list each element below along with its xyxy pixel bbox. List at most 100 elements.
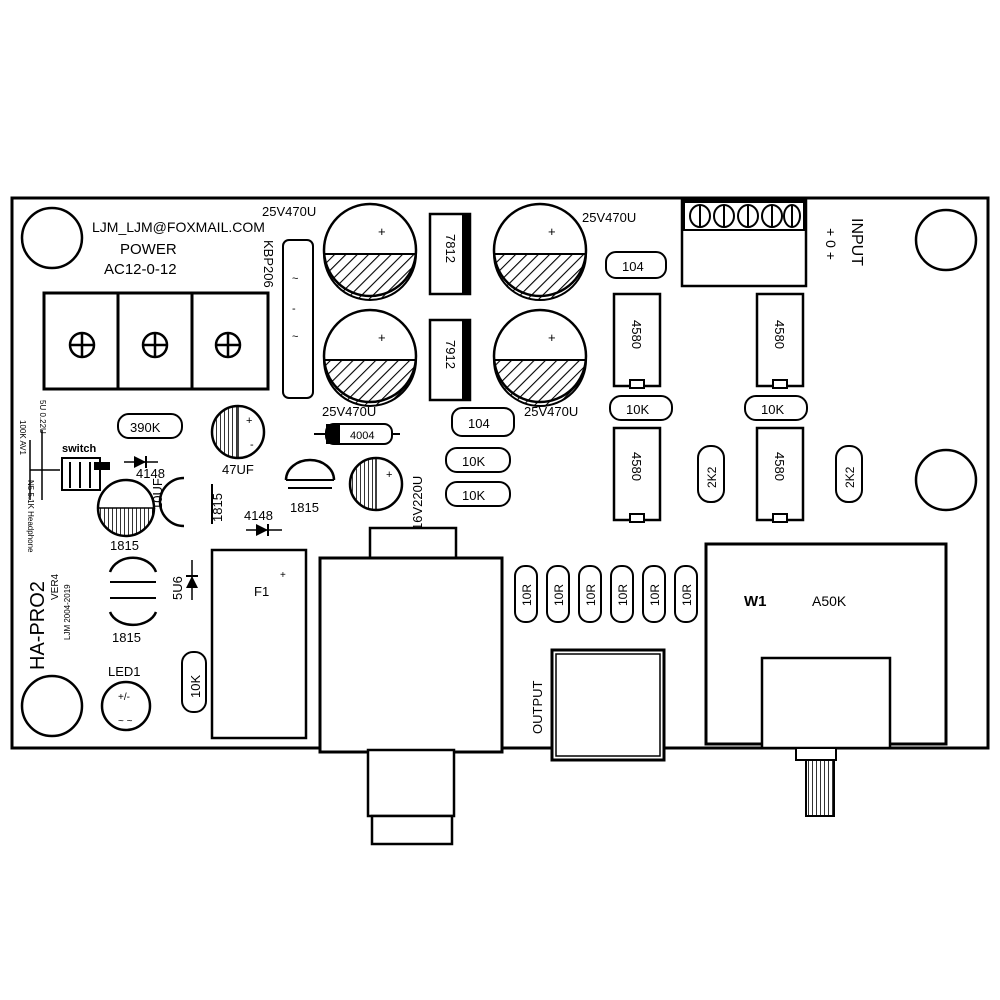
resistor-10r-4: 10R [610, 565, 634, 623]
resistor-2k2-a: 2K2 [697, 445, 725, 503]
svg-text:10R: 10R [520, 584, 534, 606]
opamp-4580-a: 4580 [612, 292, 662, 389]
svg-text:1815: 1815 [110, 538, 139, 553]
svg-text:+: + [548, 330, 556, 345]
svg-text:1815: 1815 [290, 500, 319, 515]
svg-text:~: ~ [292, 273, 298, 285]
svg-text:F1: F1 [254, 584, 269, 599]
headphone-jack [318, 526, 504, 846]
svg-text:47UF: 47UF [222, 462, 254, 477]
screw-icon [214, 331, 242, 359]
regulator-7912: 7912 [428, 318, 472, 402]
power-title: POWER [120, 241, 177, 258]
svg-text:10K: 10K [462, 488, 485, 503]
capacitor-16v220u: + 16V220U [348, 456, 425, 530]
svg-text:25V470U: 25V470U [322, 404, 376, 419]
volume-potentiometer: W1 A50K [704, 542, 948, 817]
svg-text:16V220U: 16V220U [410, 476, 425, 530]
resistor-10r-2: 10R [546, 565, 570, 623]
copyright-label: LJM 2004-2019 [63, 584, 72, 640]
switch-side-label-a: 100K AV1 [18, 420, 27, 456]
capacitor-25v-tl: + 25V470U [262, 202, 418, 301]
svg-text:KBP206: KBP206 [261, 240, 276, 288]
capacitor-104-mid: 104 [451, 407, 515, 437]
svg-text:10R: 10R [584, 584, 598, 606]
svg-text:1815: 1815 [210, 493, 225, 522]
zener-5u6: 5U6 [170, 560, 198, 600]
input-pin-icon [761, 204, 783, 228]
svg-text:4580: 4580 [772, 320, 787, 349]
input-label: INPUT [848, 218, 865, 266]
svg-text:+: + [386, 469, 392, 481]
resistor-10k-c: 10K [445, 447, 511, 473]
svg-text:+: + [548, 224, 556, 239]
output-label: OUTPUT [530, 681, 545, 735]
svg-text:W1: W1 [744, 593, 767, 610]
transistor-1815-c: 1815 [284, 458, 336, 515]
switch-side-label-c: N5 5.1K Headphone [26, 480, 35, 553]
regulator-7812: 7812 [428, 212, 472, 296]
resistor-10k-b: 10K [744, 395, 808, 421]
input-terminal [680, 198, 808, 288]
opamp-4580-b: 4580 [755, 292, 805, 389]
output-connector [550, 648, 666, 762]
svg-text:104: 104 [622, 259, 644, 274]
transistor-1815-a: 1815 [96, 478, 156, 553]
svg-text:+: + [378, 224, 386, 239]
capacitor-47uf: + - 47UF [210, 404, 266, 477]
svg-text:25V470U: 25V470U [524, 404, 578, 419]
svg-text:5U6: 5U6 [170, 576, 185, 600]
svg-text:7912: 7912 [443, 340, 458, 369]
svg-text:2K2: 2K2 [843, 466, 857, 488]
svg-text:390K: 390K [130, 420, 161, 435]
resistor-10k-d: 10K [445, 481, 511, 507]
opamp-4580-d: 4580 [755, 426, 805, 523]
svg-text:10K: 10K [761, 402, 784, 417]
switch [61, 457, 110, 491]
model-label: HA-PRO2 [27, 581, 49, 670]
diode-4148-a: 4148 [124, 456, 165, 481]
svg-text:-: - [250, 439, 254, 451]
diode-4148-b: 4148 [244, 508, 282, 536]
svg-text:10R: 10R [648, 584, 662, 606]
mounting-hole-tl [20, 206, 84, 270]
switch-side-label-b: 5U 0.22U [38, 400, 47, 434]
svg-text:LED1: LED1 [108, 664, 141, 679]
screw-icon [68, 331, 96, 359]
fuse-f1: F1 + [210, 548, 308, 740]
mounting-hole-bl [20, 674, 84, 738]
transistor-1815-d: 1815 [108, 556, 158, 645]
power-terminal-block [42, 291, 270, 391]
svg-text:4004: 4004 [350, 430, 374, 442]
svg-text:~ ~: ~ ~ [118, 716, 133, 727]
svg-text:4580: 4580 [772, 452, 787, 481]
svg-text:+: + [280, 570, 286, 581]
capacitor-25v-tr: + 25V470U [492, 202, 636, 301]
input-pins-label: + 0 + [823, 228, 839, 260]
version-label: VER4 [50, 573, 61, 600]
svg-text:10R: 10R [616, 584, 630, 606]
resistor-10k-e: 10K [181, 651, 207, 713]
resistor-10r-1: 10R [514, 565, 538, 623]
resistor-10r-3: 10R [578, 565, 602, 623]
mounting-hole-tr [914, 208, 978, 272]
svg-text:4148: 4148 [136, 466, 165, 481]
diode-4004: 4004 [314, 423, 400, 445]
input-pin-icon [689, 204, 711, 228]
mounting-hole-mr [914, 448, 978, 512]
resistor-390k: 390K [117, 413, 183, 439]
resistor-10r-6: 10R [674, 565, 698, 623]
input-pin-icon [713, 204, 735, 228]
svg-text:A50K: A50K [812, 593, 847, 609]
switch-label: switch [62, 443, 97, 455]
transistor-1815-b: 1815 [210, 484, 225, 524]
svg-text:4580: 4580 [629, 452, 644, 481]
capacitor-25v-bl: + 25V470U [322, 308, 418, 419]
svg-text:-: - [292, 303, 296, 315]
power-spec: AC12-0-12 [104, 261, 177, 278]
svg-text:2K2: 2K2 [705, 466, 719, 488]
svg-text:+/-: +/- [118, 692, 130, 703]
opamp-4580-c: 4580 [612, 426, 662, 523]
svg-text:+: + [378, 330, 386, 345]
